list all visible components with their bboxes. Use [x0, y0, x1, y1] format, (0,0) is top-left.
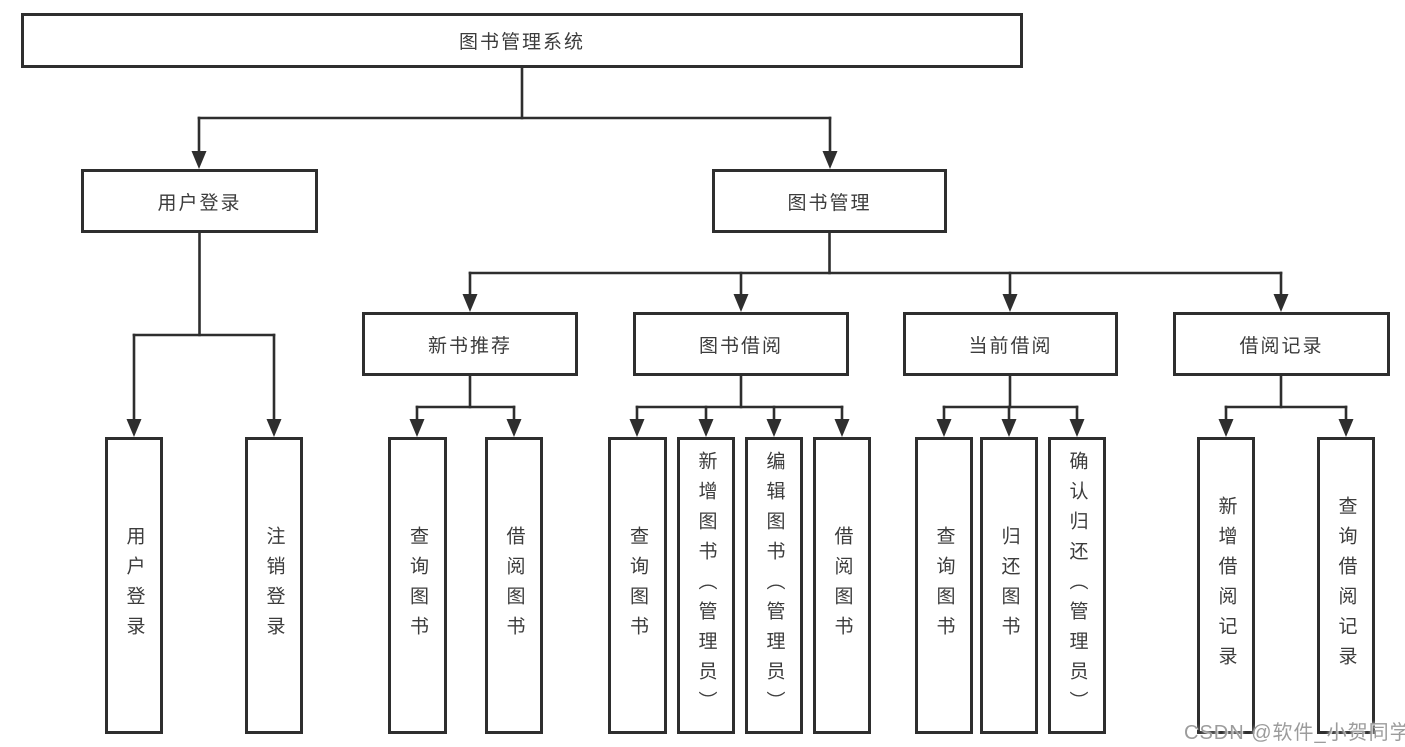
node-book-management: 图书管理 — [712, 169, 947, 233]
leaf-user-login: 用户登录 — [105, 437, 163, 734]
leaf-query-books-recommend: 查询图书 — [388, 437, 447, 734]
leaf-borrow-books: 借阅图书 — [813, 437, 871, 734]
leaf-query-books-borrowing: 查询图书 — [608, 437, 667, 734]
node-user-login: 用户登录 — [81, 169, 318, 233]
leaf-add-book-admin: 新增图书（管理员） — [677, 437, 735, 734]
leaf-query-books-current: 查询图书 — [915, 437, 973, 734]
node-library-system: 图书管理系统 — [21, 13, 1023, 68]
node-book-borrowing: 图书借阅 — [633, 312, 849, 376]
leaf-borrow-books-recommend: 借阅图书 — [485, 437, 543, 734]
leaf-add-borrow-record: 新增借阅记录 — [1197, 437, 1255, 734]
node-borrow-records: 借阅记录 — [1173, 312, 1390, 376]
leaf-confirm-return-admin: 确认归还（管理员） — [1048, 437, 1106, 734]
leaf-return-books: 归还图书 — [980, 437, 1038, 734]
leaf-logout-login: 注销登录 — [245, 437, 303, 734]
watermark: CSDN @软件_小贺同学 — [1184, 722, 1405, 744]
node-new-book-recommendation: 新书推荐 — [362, 312, 578, 376]
leaf-query-borrow-record: 查询借阅记录 — [1317, 437, 1375, 734]
node-current-borrowing: 当前借阅 — [903, 312, 1118, 376]
leaf-edit-book-admin: 编辑图书（管理员） — [745, 437, 803, 734]
